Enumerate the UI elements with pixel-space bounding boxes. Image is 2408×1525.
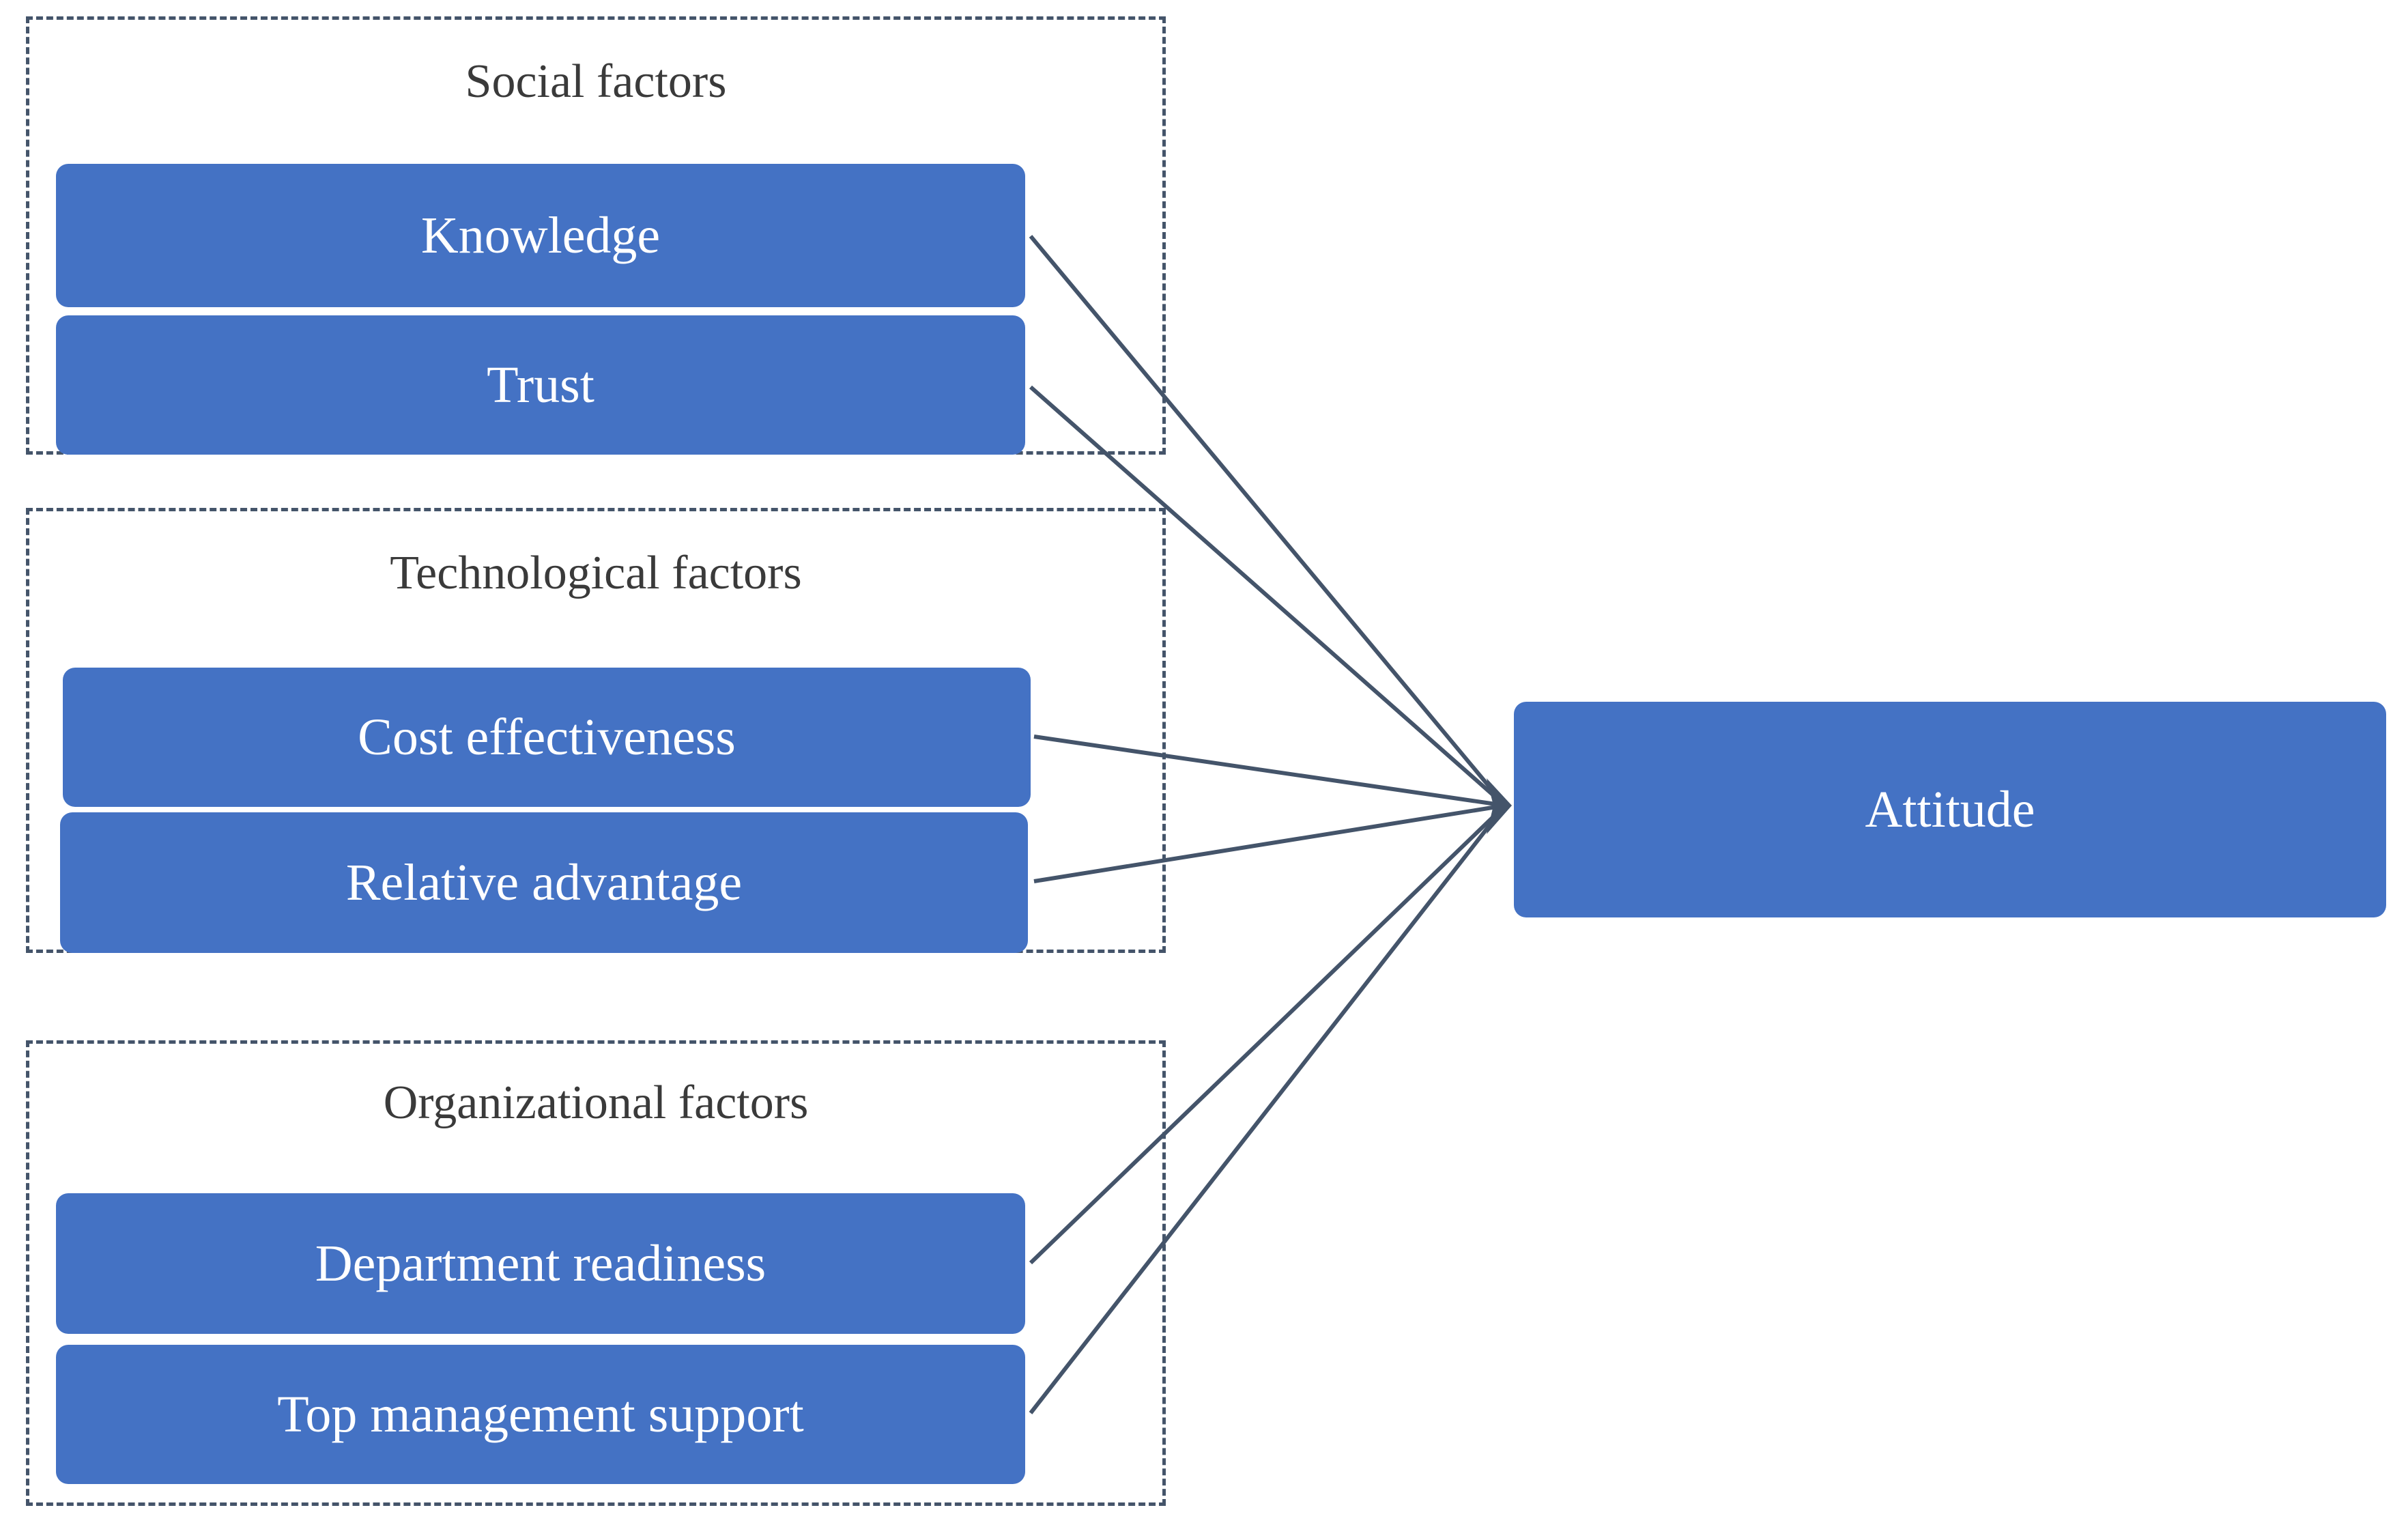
factor-top-management-support: Top management support	[56, 1345, 1025, 1484]
factor-relative-advantage: Relative advantage	[60, 812, 1028, 953]
factor-trust: Trust	[56, 315, 1025, 455]
outcome-attitude: Attitude	[1514, 702, 2386, 917]
group-organizational-factors: Organizational factors	[26, 1040, 1166, 1506]
factor-department-readiness: Department readiness	[56, 1193, 1025, 1334]
group-title-social: Social factors	[465, 55, 727, 108]
arrowhead-attitude	[1487, 778, 1512, 834]
group-title-organizational: Organizational factors	[383, 1077, 809, 1129]
factor-cost-effectiveness: Cost effectiveness	[63, 668, 1031, 807]
group-title-technological: Technological factors	[390, 547, 802, 599]
factor-knowledge: Knowledge	[56, 164, 1025, 307]
